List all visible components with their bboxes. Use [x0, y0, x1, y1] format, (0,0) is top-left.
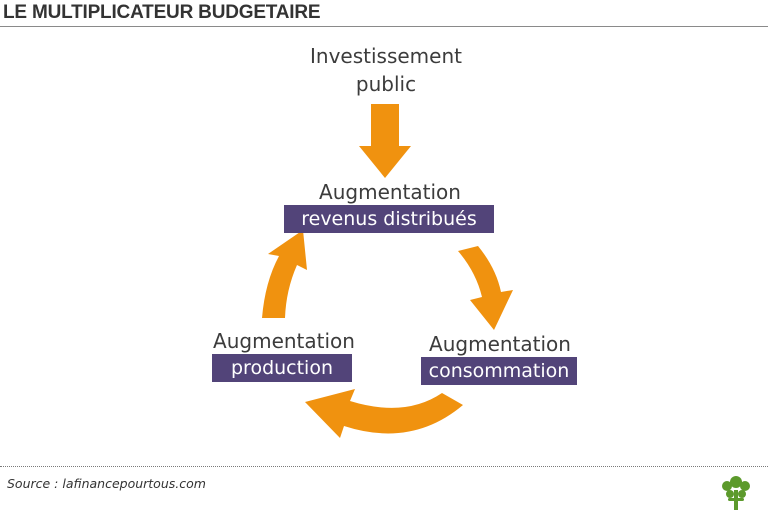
source-note: Source : lafinancepourtous.com — [7, 476, 206, 491]
down-arrow — [359, 104, 411, 178]
consommation-heading: Augmentation — [429, 332, 571, 356]
tree-icon — [722, 476, 750, 510]
title-divider — [0, 26, 768, 27]
consommation-box: consommation — [421, 357, 577, 385]
revenus-box: revenus distribués — [284, 205, 494, 233]
production-box: production — [212, 354, 352, 382]
investment-label: Investissement public — [296, 42, 476, 98]
investment-line1: Investissement — [310, 44, 462, 68]
arrow-production-to-revenus — [262, 230, 307, 318]
arrow-revenus-to-consommation — [458, 246, 513, 330]
footer-divider — [0, 466, 768, 467]
revenus-heading: Augmentation — [319, 180, 461, 204]
production-heading: Augmentation — [213, 329, 355, 353]
arrow-consommation-to-production — [305, 389, 463, 438]
page-title: LE MULTIPLICATEUR BUDGETAIRE — [3, 2, 321, 23]
investment-line2: public — [355, 72, 417, 96]
